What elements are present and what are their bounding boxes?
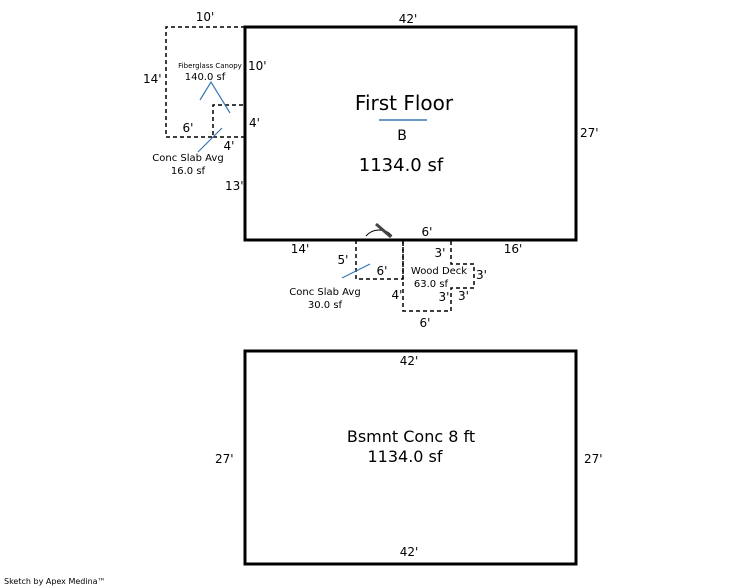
- canopy-label: Fiberglass Canopy: [178, 62, 242, 70]
- first-floor-dim-top: 42': [399, 12, 418, 26]
- deck-outline: [402, 240, 475, 312]
- canopy-area: 140.0 sf: [185, 72, 226, 83]
- deck-dim-bottom: 6': [420, 316, 431, 330]
- slab-small-dim-bottom: 4': [224, 139, 235, 153]
- first-floor-code: B: [397, 128, 407, 144]
- slab-large-dim-bottom: 6': [377, 264, 388, 278]
- slab-small-dim-side: 4': [249, 116, 260, 130]
- slab-large-dim-left: 5': [338, 253, 349, 267]
- door-arc: [365, 229, 393, 237]
- slab-large-area: 30.0 sf: [308, 300, 343, 311]
- canopy-dim-top: 10': [196, 10, 215, 24]
- deck-dim-right-upper: 3': [476, 268, 487, 282]
- first-floor-area: 1134.0 sf: [359, 155, 444, 176]
- first-floor-dim-bottom-left: 14': [291, 242, 310, 256]
- basement-dim-bottom: 42': [400, 545, 419, 559]
- slab-small-leader: [197, 127, 223, 153]
- deck-dim-right-lower: 3': [458, 289, 469, 303]
- first-floor-dim-bottom-right: 16': [504, 242, 523, 256]
- basement-dim-left: 27': [215, 452, 234, 466]
- door-swing: [375, 222, 392, 239]
- canopy-leader: [199, 80, 231, 114]
- basement-area: 1134.0 sf: [367, 447, 442, 466]
- sketch-credit: Sketch by Apex Medina™: [4, 577, 106, 586]
- first-floor-outline: [243, 25, 578, 242]
- deck-dim-left: 4': [392, 288, 403, 302]
- basement-title: Bsmnt Conc 8 ft: [347, 427, 475, 446]
- first-floor-dim-door: 6': [422, 225, 433, 239]
- first-floor-dim-right: 27': [580, 126, 599, 140]
- deck-dim-inner: 3': [439, 290, 450, 304]
- deck-area: 63.0 sf: [414, 279, 449, 290]
- slab-large-leader: [341, 263, 371, 279]
- slab-small-area: 16.0 sf: [171, 166, 206, 177]
- basement-dim-top: 42': [400, 354, 419, 368]
- deck-label: Wood Deck: [411, 266, 467, 277]
- canopy-dim-right: 10': [248, 59, 267, 73]
- deck-dim-top: 3': [435, 246, 446, 260]
- first-floor-title: First Floor: [355, 91, 454, 115]
- first-floor-dim-left: 13': [225, 179, 244, 193]
- slab-large-label: Conc Slab Avg: [289, 287, 360, 298]
- canopy-dim-bottom: 6': [183, 121, 194, 135]
- slab-large-outline: [355, 240, 404, 280]
- basement-outline: [243, 349, 578, 566]
- slab-small-label: Conc Slab Avg: [152, 153, 223, 164]
- basement-dim-right: 27': [584, 452, 603, 466]
- canopy-dim-left: 14': [143, 72, 162, 86]
- canopy-outline: [165, 26, 245, 138]
